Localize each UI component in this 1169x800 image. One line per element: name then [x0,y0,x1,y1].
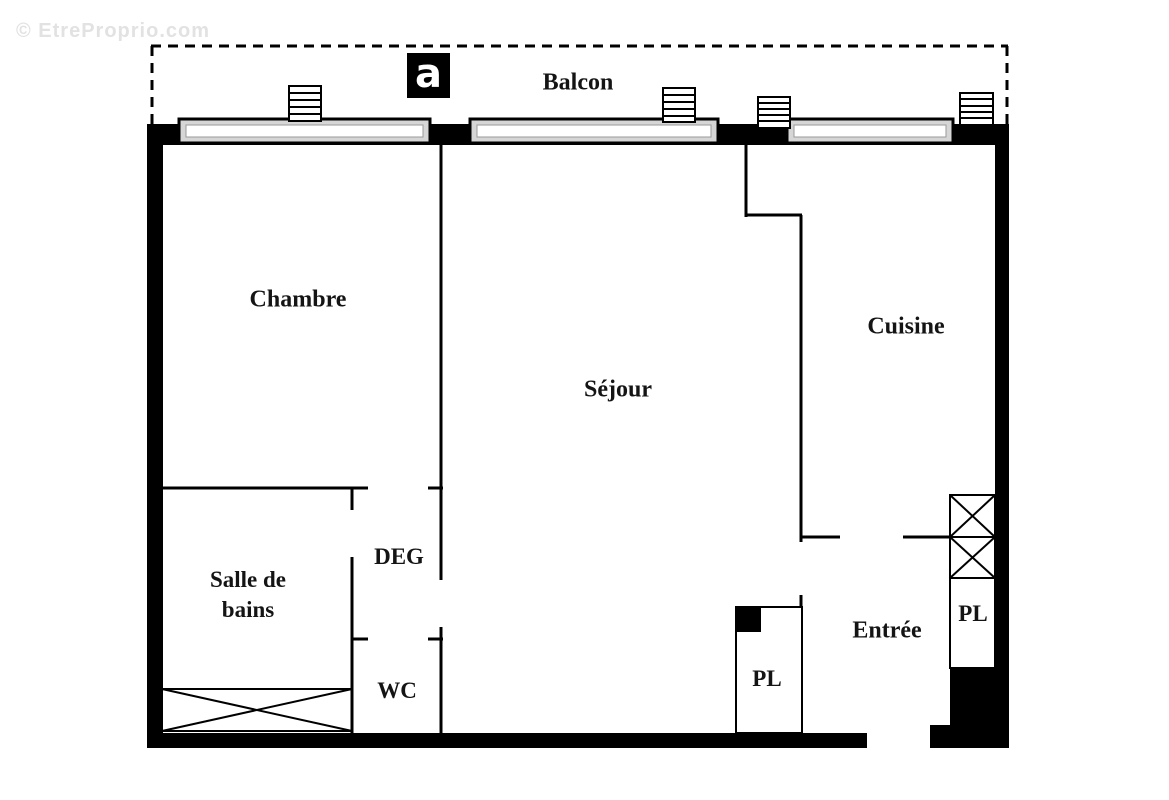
entry-label: Entrée [852,617,922,644]
wc-label: WC [377,678,417,704]
exterior-walls [147,124,1009,748]
bathroom-label-line2: bains [221,597,275,622]
entry-closet-label: PL [958,601,988,627]
living-room-label: Séjour [584,376,652,403]
living-window [468,117,720,145]
bedroom-label: Chambre [249,286,347,313]
bathtub-icon [161,688,353,732]
vent-icon [757,96,791,129]
living-closet [735,606,803,734]
duct-icon [949,494,996,579]
vent-icon [662,87,696,123]
bedroom-window [177,117,432,145]
kitchen-label: Cuisine [867,313,945,340]
vent-icon [288,85,322,122]
windows [177,117,955,145]
balcony-label: Balcon [542,69,614,96]
agency-logo: a [407,53,450,98]
balcony-outline [150,44,1009,124]
hallway-label: DEG [374,544,424,570]
bathroom-label: Salle de bains [210,565,286,625]
living-closet-label: PL [752,666,782,692]
balcony-vents [288,85,994,129]
interior-walls [162,144,951,734]
kitchen-window [785,117,955,145]
bathroom-label-line1: Salle de [209,567,287,593]
entry-closet [949,577,996,669]
vent-icon [959,92,994,126]
watermark: © EtreProprio.com [16,20,210,42]
